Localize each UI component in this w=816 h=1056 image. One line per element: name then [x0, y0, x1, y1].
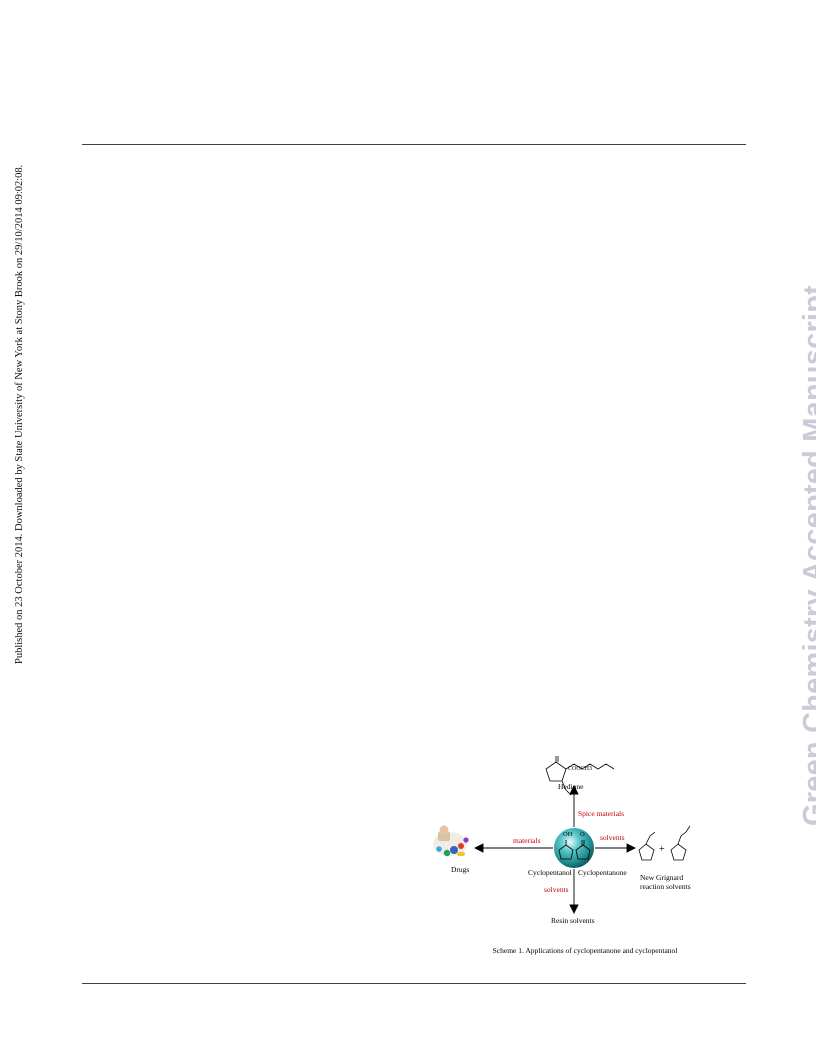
plus-sign: + [659, 844, 665, 855]
spice-materials-label: Spice materials [578, 809, 625, 818]
center-sphere [554, 828, 594, 868]
arrow-right-head [626, 843, 637, 853]
grignard-label-line1: New Grignard [640, 873, 684, 882]
cyclopentanol-label: Cyclopentanol [528, 868, 572, 877]
header-rule [82, 144, 746, 145]
scheme-caption: Scheme 1. Applications of cyclopentanone… [492, 946, 678, 955]
solvents-down-label: solvents [544, 885, 569, 894]
grignard-solvent-structures [638, 825, 691, 861]
cyclopentanone-ring [575, 840, 591, 860]
drugs-label: Drugs [451, 865, 470, 874]
materials-label: materials [513, 836, 541, 845]
scheme-graphic [433, 756, 691, 915]
arrow-down-head [569, 904, 579, 915]
grignard-label-line2: reaction solvents [640, 882, 691, 891]
footer-rule [82, 983, 746, 984]
cyclopentanol-ring [558, 840, 574, 860]
publication-note: Published on 23 October 2014. Downloaded… [14, 164, 25, 664]
scheme-figure: COOCH3 Hedione Spice materials materials… [430, 732, 720, 962]
cyclopentanone-label: Cyclopentanone [578, 868, 627, 877]
resin-solvents-label: Resin solvents [551, 916, 595, 925]
solvents-right-label: solvents [600, 833, 625, 842]
arrow-left-head [473, 843, 484, 853]
hedione-structure [545, 756, 615, 796]
arrow-up-head [569, 784, 579, 795]
drugs-image [433, 825, 469, 857]
hedione-substituent: COOCH3 [568, 766, 593, 772]
journal-watermark: Green Chemistry Accepted Manuscript [798, 285, 816, 826]
oh-label: OH [563, 831, 573, 838]
o-label: O [580, 831, 585, 838]
hedione-label: Hedione [558, 782, 584, 791]
